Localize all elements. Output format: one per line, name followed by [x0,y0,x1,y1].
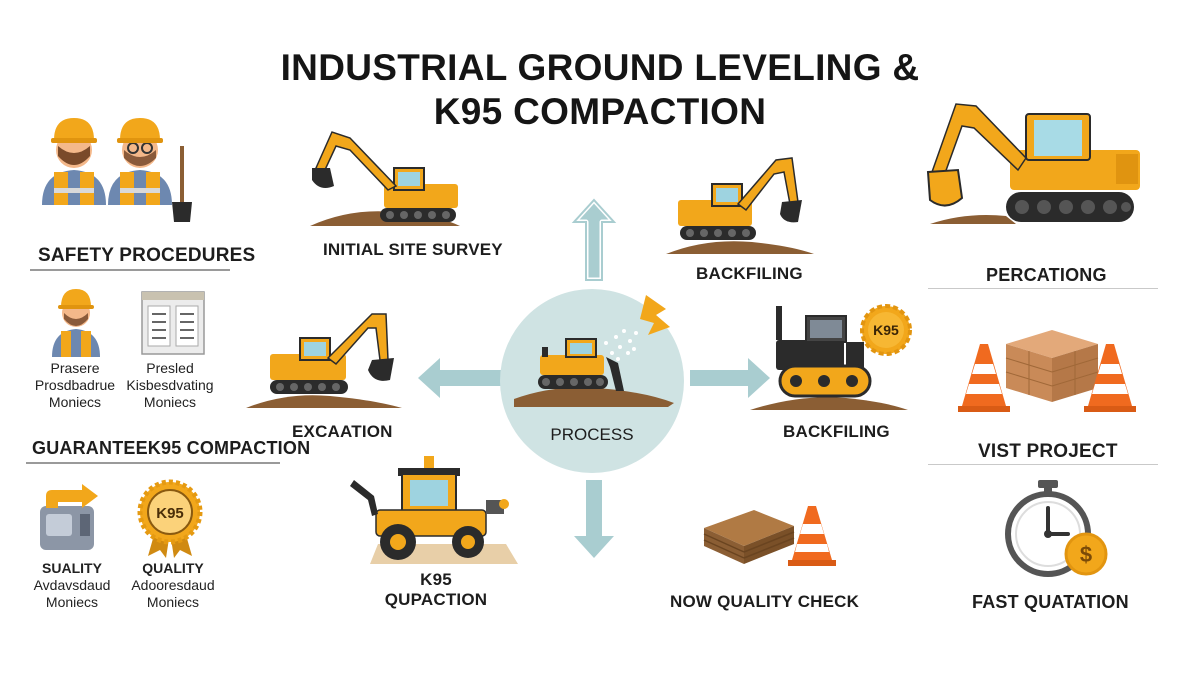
workers-icon [42,118,192,222]
worker-icon [52,289,100,357]
title-line-1: INDUSTRIAL GROUND LEVELING & [280,47,920,88]
card-4-text: QUALITY Adooresdaud Moniecs [131,560,215,610]
card-2-text: Presled Kisbesdvating Moniecs [126,360,214,410]
compactor-icon [350,456,518,564]
right-divider-2 [928,464,1158,465]
step-k95-compaction: K95 QUPACTION [384,570,488,609]
card-1-text: Prasere Prosdbadrue Moniecs [34,360,116,410]
title-line-2: K95 COMPACTION [433,91,767,132]
stopwatch-icon: $ [1005,480,1108,577]
k95-badge-text: K95 [873,322,899,338]
visit-project-label: VIST PROJECT [978,441,1118,462]
process-label: PROCESS [550,425,633,444]
step-excavation: EXCAATION [292,422,393,441]
step-quality-check: NOW QUALITY CHECK [670,592,860,611]
fast-quotation-label: FAST QUATATION [972,592,1129,612]
safety-procedures-label: SAFETY PROCEDURES [38,245,256,266]
svg-text:$: $ [1080,542,1092,567]
page-title: INDUSTRIAL GROUND LEVELING & K95 COMPACT… [0,46,1200,134]
roller-icon [750,306,908,410]
arrow-up-icon [571,197,617,283]
badge-text: K95 [156,505,184,522]
excavation-excavator-icon [246,313,402,408]
safety-divider [30,269,230,271]
k95-badge-icon: K95 [860,304,912,356]
guarantee-divider [26,462,280,464]
step-initial-survey: INITIAL SITE SURVEY [323,240,503,259]
card-3-text: SUALITY Avdavsdaud Moniecs [33,560,111,610]
large-excavator-icon [926,103,1140,224]
process-circle: PROCESS [500,289,684,473]
excavator-icon [310,131,460,226]
step-backfill-right: BACKFILING [783,422,890,441]
arrow-right-icon [690,358,770,398]
arrow-down-icon [574,480,614,558]
machine-arrow-icon [40,484,98,550]
soil-block-cone-icon [703,506,836,566]
document-icon [141,291,205,355]
right-divider-1 [928,288,1158,289]
arrow-left-icon [418,358,504,398]
cones-block-icon [958,330,1136,412]
backfill-excavator-icon [666,157,814,254]
percationg-label: PERCATIONG [986,265,1107,285]
quality-badge-icon: K95 [137,479,203,558]
guarantee-label: GUARANTEEK95 COMPACTION [32,438,311,458]
step-backfill-top: BACKFILING [696,264,803,283]
